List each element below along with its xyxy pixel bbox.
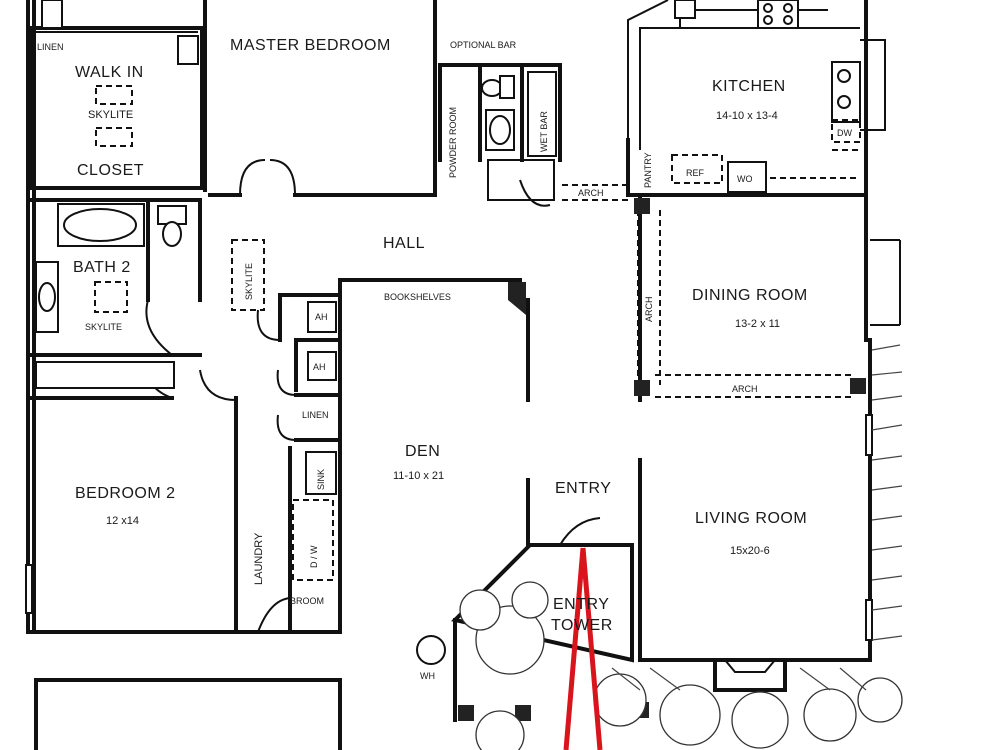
laundry-label: LAUNDRY xyxy=(253,532,265,585)
bath-skylite-label: SKYLITE xyxy=(85,322,122,332)
landscaping xyxy=(459,344,903,750)
hall-arch-label: ARCH xyxy=(578,188,604,198)
dining-arch-bottom-label: ARCH xyxy=(732,384,758,394)
broom-label: BROOM xyxy=(290,596,324,606)
dining-arch-side-label: ARCH xyxy=(644,296,654,322)
living-room-dimensions: 15x20-6 xyxy=(730,545,770,557)
walk-in-closet-label: WALK IN xyxy=(75,64,144,81)
entry-marker xyxy=(563,547,603,750)
den-label: DEN xyxy=(405,443,440,460)
interior-walls xyxy=(28,0,872,750)
wet-bar-label: WET BAR xyxy=(539,111,549,152)
closet-skylite-label: SKYLITE xyxy=(88,109,133,121)
exterior-walls xyxy=(26,0,872,662)
bath-2-label: BATH 2 xyxy=(73,259,131,276)
powder-room-label: POWDER ROOM xyxy=(448,107,458,178)
ref-label: REF xyxy=(686,168,705,178)
door-swings xyxy=(144,159,601,633)
linen-closet-label: LINEN xyxy=(37,42,64,52)
bedroom-2-dimensions: 12 x14 xyxy=(106,515,139,527)
master-bedroom-label: MASTER BEDROOM xyxy=(230,37,391,54)
kitchen-dimensions: 14-10 x 13-4 xyxy=(716,110,778,122)
dining-room-label: DINING ROOM xyxy=(692,287,808,304)
sink-label: SINK xyxy=(316,469,326,490)
ah-2-label: AH xyxy=(313,362,326,372)
kitchen-label: KITCHEN xyxy=(712,78,786,95)
dw-label: DW xyxy=(837,128,852,138)
entry-tower-bottom-label: TOWER xyxy=(551,617,613,634)
ah-1-label: AH xyxy=(315,312,328,322)
entry-label: ENTRY xyxy=(555,480,611,497)
living-room-label: LIVING ROOM xyxy=(695,510,807,527)
optional-bar-label: OPTIONAL BAR xyxy=(450,40,517,50)
arches xyxy=(562,184,855,398)
den-dimensions: 11-10 x 21 xyxy=(393,470,444,482)
fixtures xyxy=(25,0,901,665)
bookshelves-label: BOOKSHELVES xyxy=(384,292,451,302)
closet-label: CLOSET xyxy=(77,162,144,179)
entry-tower-top-label: ENTRY xyxy=(553,596,609,613)
dining-room-dimensions: 13-2 x 11 xyxy=(735,318,780,330)
wo-label: WO xyxy=(737,174,753,184)
columns xyxy=(458,198,866,721)
hall-label: HALL xyxy=(383,235,425,252)
bedroom-2-label: BEDROOM 2 xyxy=(75,485,176,502)
dryer-washer-label: D / W xyxy=(309,545,319,568)
pantry-label: PANTRY xyxy=(643,152,653,188)
water-heater-label: WH xyxy=(420,671,435,681)
hall-skylite-label: SKYLITE xyxy=(244,263,254,300)
linen-2-label: LINEN xyxy=(302,410,329,420)
